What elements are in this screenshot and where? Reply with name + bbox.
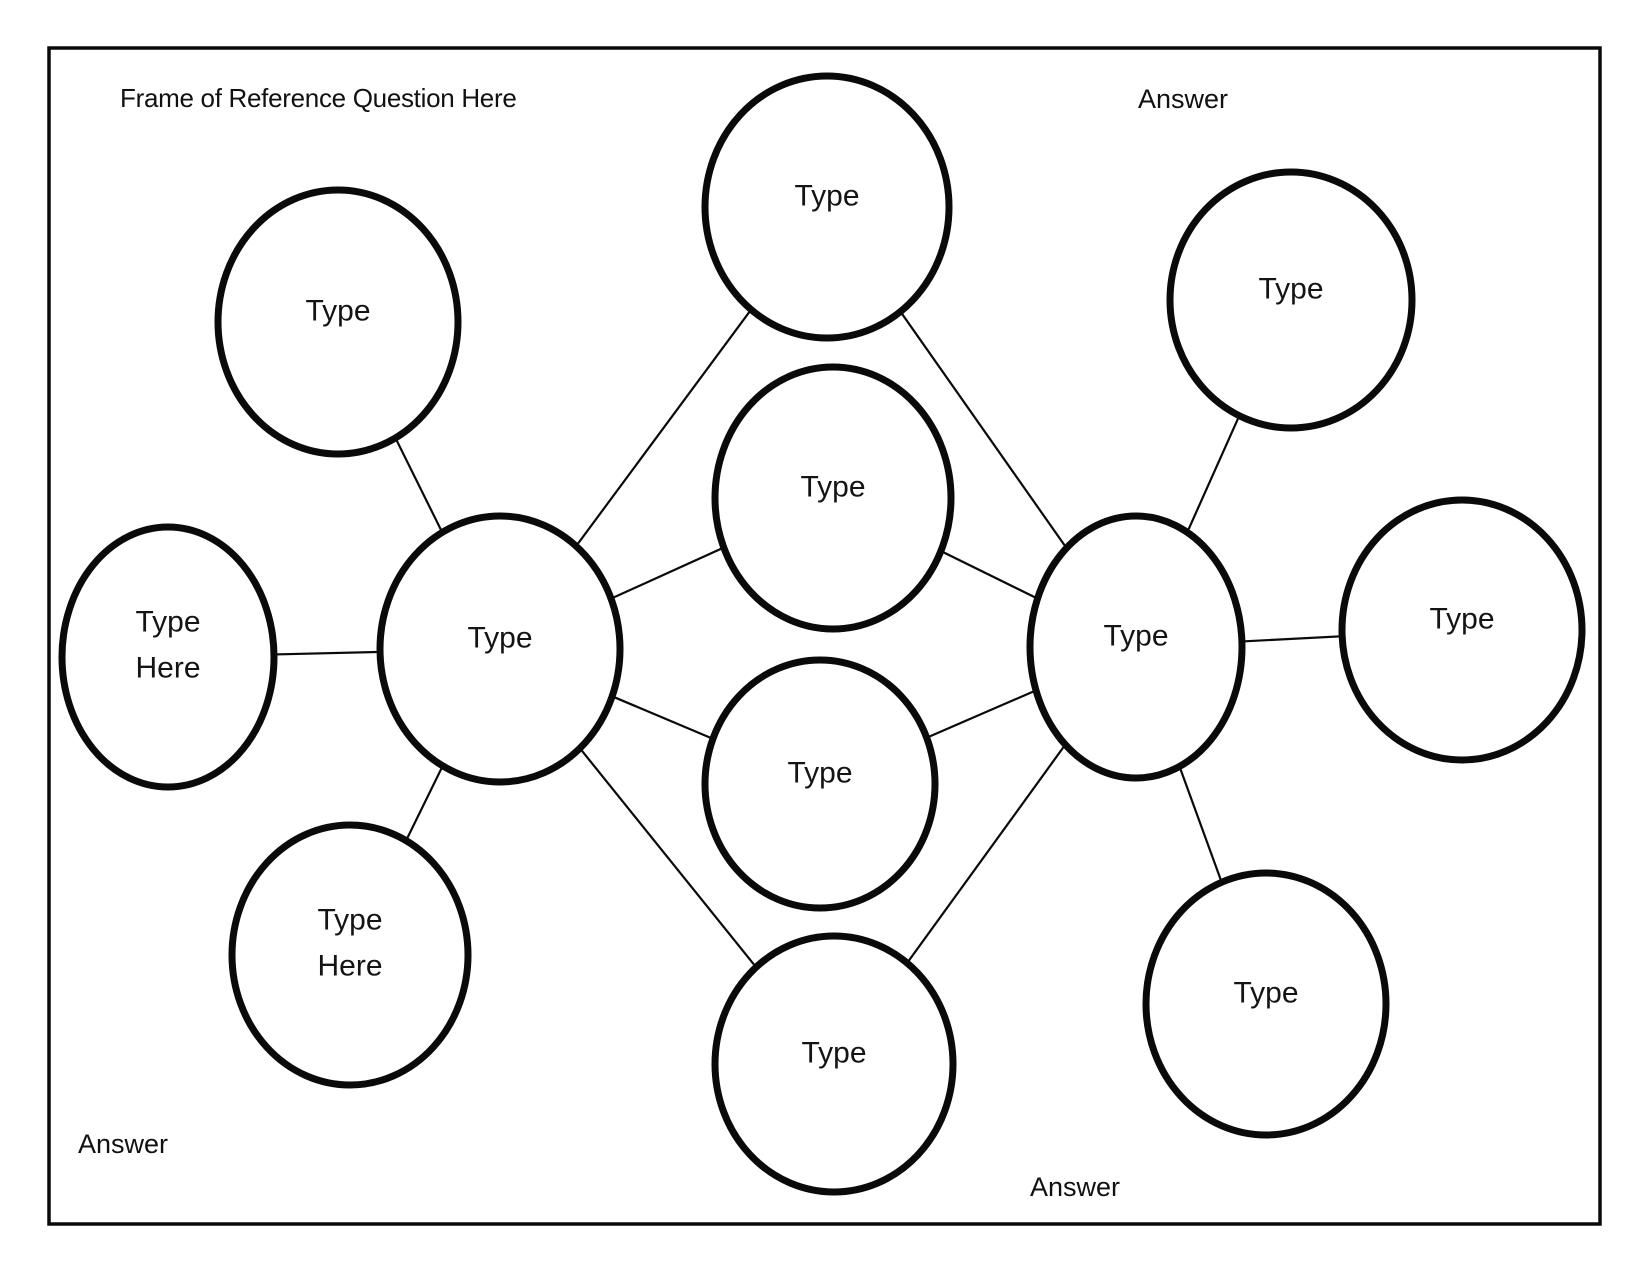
answer-label-bottom-left[interactable]: Answer — [78, 1129, 168, 1159]
node-upper-left-circle[interactable] — [214, 186, 462, 458]
node-upper-middle: Type — [711, 363, 955, 633]
node-hub-right-circle[interactable] — [1026, 512, 1246, 782]
node-upper-right-circle[interactable] — [1166, 168, 1416, 432]
node-upper-right: Type — [1166, 168, 1416, 432]
node-lower-middle-label[interactable]: Type — [787, 757, 852, 790]
node-hub-left: Type — [376, 512, 624, 786]
border-frame — [47, 46, 1602, 1226]
frame-of-reference-question-label[interactable]: Frame of Reference Question Here — [120, 83, 517, 113]
node-lower-left-circle[interactable] — [228, 821, 472, 1089]
node-hub-right: Type — [1026, 512, 1246, 782]
node-bottom-center-circle[interactable] — [711, 932, 957, 1196]
answer-label-bottom-center[interactable]: Answer — [1030, 1172, 1120, 1202]
node-upper-middle-circle[interactable] — [711, 363, 955, 633]
node-far-right-label[interactable]: Type — [1429, 603, 1494, 636]
node-hub-left-label[interactable]: Type — [467, 622, 532, 655]
node-upper-left: Type — [214, 186, 462, 458]
node-bottom-center-label[interactable]: Type — [801, 1037, 866, 1070]
node-top-center-circle[interactable] — [701, 72, 953, 342]
node-top-center-label[interactable]: Type — [794, 180, 859, 213]
answer-label-top-right[interactable]: Answer — [1138, 84, 1228, 114]
node-lower-right-circle[interactable] — [1142, 869, 1390, 1139]
node-upper-left-label[interactable]: Type — [305, 295, 370, 328]
node-upper-middle-label[interactable]: Type — [800, 471, 865, 504]
node-lower-middle-circle[interactable] — [701, 656, 939, 912]
node-hub-right-label[interactable]: Type — [1103, 620, 1168, 653]
node-hub-left-circle[interactable] — [376, 512, 624, 786]
node-lower-right-label[interactable]: Type — [1233, 977, 1298, 1010]
node-top-center: Type — [701, 72, 953, 342]
node-lower-right: Type — [1142, 869, 1390, 1139]
node-far-right: Type — [1338, 496, 1586, 764]
node-left-circle[interactable] — [58, 523, 278, 791]
node-upper-right-label[interactable]: Type — [1258, 273, 1323, 306]
node-far-right-circle[interactable] — [1338, 496, 1586, 764]
node-lower-middle: Type — [701, 656, 939, 912]
node-bottom-center: Type — [711, 932, 957, 1196]
